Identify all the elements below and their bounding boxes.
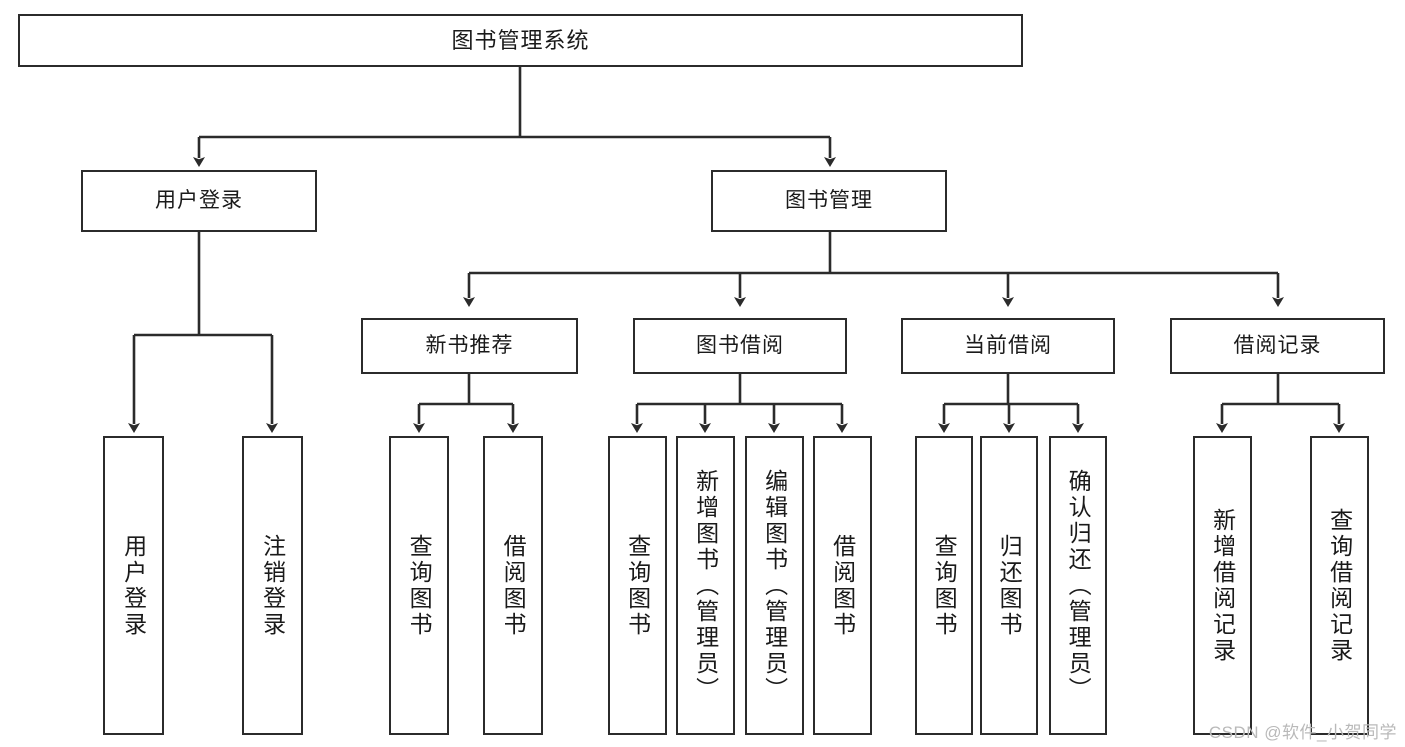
leaf-borrow-query-book[interactable]: 查询图书 — [608, 436, 667, 735]
leaf-new-book-borrow[interactable]: 借阅图书 — [483, 436, 543, 735]
node-label: 查询图书 — [624, 533, 651, 638]
node-label: 图书管理 — [785, 188, 873, 212]
node-label: 图书管理系统 — [451, 27, 590, 53]
node-label: 查询图书 — [406, 533, 433, 638]
node-label: 编辑图书（管理员） — [761, 468, 788, 703]
node-label: 用户登录 — [120, 533, 147, 638]
leaf-current-query-book[interactable]: 查询图书 — [915, 436, 973, 735]
node-new-book-recommend[interactable]: 新书推荐 — [361, 318, 578, 374]
node-label: 借阅记录 — [1233, 333, 1322, 357]
leaf-borrow-borrow-book[interactable]: 借阅图书 — [813, 436, 872, 735]
leaf-records-add-record[interactable]: 新增借阅记录 — [1193, 436, 1252, 735]
node-label: 新书推荐 — [425, 333, 514, 357]
node-label: 注销登录 — [259, 533, 286, 638]
watermark: CSDN @软件_小贺同学 — [1208, 723, 1397, 742]
leaf-borrow-edit-book[interactable]: 编辑图书（管理员） — [745, 436, 804, 735]
node-label: 借阅图书 — [500, 533, 527, 638]
node-label: 图书借阅 — [696, 333, 784, 357]
leaf-current-confirm-return[interactable]: 确认归还（管理员） — [1049, 436, 1107, 735]
leaf-borrow-add-book[interactable]: 新增图书（管理员） — [676, 436, 735, 735]
node-label: 查询借阅记录 — [1326, 507, 1353, 664]
node-label: 用户登录 — [155, 188, 243, 212]
leaf-user-login-signin[interactable]: 用户登录 — [103, 436, 164, 735]
leaf-current-return-book[interactable]: 归还图书 — [980, 436, 1038, 735]
leaf-new-book-query[interactable]: 查询图书 — [389, 436, 449, 735]
node-label: 借阅图书 — [829, 533, 856, 638]
node-label: 归还图书 — [996, 533, 1023, 638]
node-label: 当前借阅 — [964, 333, 1052, 357]
node-book-management[interactable]: 图书管理 — [711, 170, 947, 232]
node-label: 查询图书 — [931, 533, 958, 638]
node-label: 确认归还（管理员） — [1065, 468, 1092, 703]
node-current-borrow[interactable]: 当前借阅 — [901, 318, 1115, 374]
leaf-user-login-signout[interactable]: 注销登录 — [242, 436, 303, 735]
node-label: 新增借阅记录 — [1209, 507, 1236, 664]
node-root-system[interactable]: 图书管理系统 — [18, 14, 1023, 67]
node-label: 新增图书（管理员） — [692, 468, 719, 703]
node-book-borrow[interactable]: 图书借阅 — [633, 318, 847, 374]
node-user-login[interactable]: 用户登录 — [81, 170, 317, 232]
node-borrow-records[interactable]: 借阅记录 — [1170, 318, 1385, 374]
leaf-records-query-record[interactable]: 查询借阅记录 — [1310, 436, 1369, 735]
